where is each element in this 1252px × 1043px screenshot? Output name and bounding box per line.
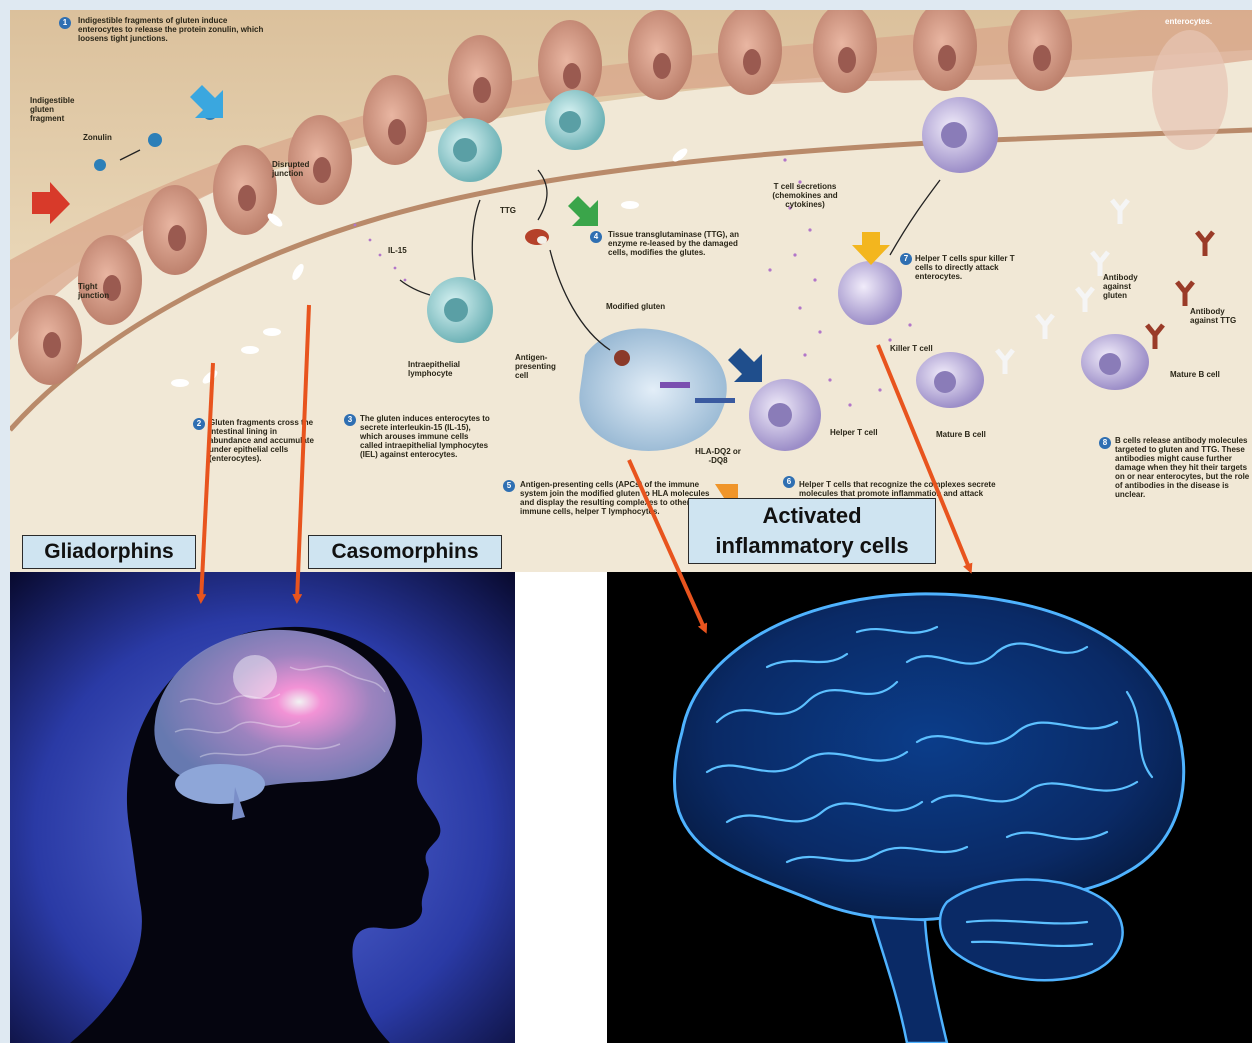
step-badge-8: 8 bbox=[1099, 437, 1111, 449]
step3-text: The gluten induces enterocytes to secret… bbox=[360, 414, 490, 459]
blue-brain-panel bbox=[607, 572, 1252, 1043]
head-brain-image bbox=[10, 572, 515, 1043]
step-badge-2: 2 bbox=[193, 418, 205, 430]
step1-text: Indigestible fragments of gluten induce … bbox=[78, 16, 268, 43]
enterocyte-cell bbox=[1008, 10, 1072, 91]
indigestible-fragment-label: Indigestible gluten fragment bbox=[30, 96, 86, 123]
activated-inflammatory-cells-callout: Activated inflammatory cells bbox=[688, 498, 936, 564]
enterocyte-cell bbox=[913, 10, 977, 91]
step-badge-6: 6 bbox=[783, 476, 795, 488]
helper-t-cell bbox=[838, 261, 902, 325]
blue-arrow-icon bbox=[190, 85, 223, 118]
modified-gluten-label: Modified gluten bbox=[606, 302, 686, 311]
il15-label: IL-15 bbox=[388, 246, 418, 255]
gluten-fragment bbox=[241, 346, 259, 354]
step7-text: Helper T cells spur killer T cells to di… bbox=[915, 254, 1015, 281]
mature-b-cell-label-1: Mature B cell bbox=[936, 430, 996, 439]
step8-text: B cells release antibody molecules targe… bbox=[1115, 436, 1250, 499]
casomorphins-callout: Casomorphins bbox=[308, 535, 502, 569]
intraepithelial-lymphocyte-label: Intraepithelial lymphocyte bbox=[408, 360, 488, 378]
antibody-ttg-label: Antibody against TTG bbox=[1190, 307, 1252, 325]
navy-arrow-icon bbox=[728, 348, 762, 382]
gluten-fragment bbox=[201, 368, 220, 386]
mature-b-cell bbox=[1081, 334, 1149, 390]
celiac-mechanism-illustration: 1 2 3 4 5 6 7 8 Indigestible fragments o… bbox=[10, 10, 1252, 572]
enterocyte-cell bbox=[813, 10, 877, 93]
enterocyte-cell bbox=[18, 295, 82, 385]
enterocyte-cell bbox=[143, 185, 207, 275]
enterocyte-cell bbox=[213, 145, 277, 235]
step5-text: Antigen-presenting cells (APCs) of the i… bbox=[520, 480, 710, 516]
head-silhouette-panel bbox=[10, 572, 515, 1043]
gluten-fragment bbox=[263, 328, 281, 336]
mature-b-cell-label-2: Mature B cell bbox=[1170, 370, 1230, 379]
antibody-against-ttg bbox=[1147, 232, 1213, 349]
zonulin-molecule bbox=[94, 159, 106, 171]
gluten-fragment bbox=[621, 201, 639, 209]
gliadorphins-callout: Gliadorphins bbox=[22, 535, 196, 569]
enterocyte-cell bbox=[78, 235, 142, 325]
step-badge-5: 5 bbox=[503, 480, 515, 492]
intraepithelial-lymphocyte-cell bbox=[545, 90, 605, 150]
gap bbox=[515, 572, 607, 1043]
enterocytes-top-label: enterocytes. bbox=[1165, 17, 1245, 26]
red-arrow-icon bbox=[32, 182, 70, 224]
mature-b-cell bbox=[916, 352, 984, 408]
killer-t-cell bbox=[922, 97, 998, 173]
gluten-fragment bbox=[671, 146, 690, 164]
disrupted-junction-label: Disrupted junction bbox=[272, 160, 332, 178]
gluten-fragment bbox=[290, 262, 306, 282]
gluten-fragment bbox=[171, 379, 189, 387]
antigen-presenting-cell-label: Antigen-presenting cell bbox=[515, 353, 571, 380]
zonulin-molecule bbox=[148, 133, 162, 147]
ttg-label: TTG bbox=[500, 206, 530, 215]
step4-text: Tissue transglutaminase (TTG), an enzyme… bbox=[608, 230, 758, 257]
zonulin-label: Zonulin bbox=[83, 133, 123, 142]
antibody-gluten-label: Antibody against gluten bbox=[1103, 273, 1153, 300]
intraepithelial-lymphocyte-cell bbox=[427, 277, 493, 343]
intraepithelial-lymphocyte-cell bbox=[438, 118, 502, 182]
killer-t-cell-label: Killer T cell bbox=[890, 344, 950, 353]
step2-text: Gluten fragments cross the intestinal li… bbox=[209, 418, 319, 463]
tcell-secretions-label: T cell secretions (chemokines and cytoki… bbox=[760, 182, 850, 209]
enterocyte-cell bbox=[448, 35, 512, 125]
enterocyte-cell bbox=[363, 75, 427, 165]
glowing-brain-image bbox=[607, 572, 1252, 1043]
yellow-arrow-icon bbox=[852, 232, 890, 265]
callout-line-2: inflammatory cells bbox=[689, 531, 935, 561]
step-badge-3: 3 bbox=[344, 414, 356, 426]
damaged-enterocyte bbox=[1152, 30, 1228, 150]
tight-junction-label: Tight junction bbox=[78, 282, 124, 300]
green-arrow-icon bbox=[568, 196, 598, 226]
antigen-presenting-cell bbox=[579, 329, 735, 451]
step-badge-7: 7 bbox=[900, 253, 912, 265]
hla-label: HLA-DQ2 or -DQ8 bbox=[693, 447, 743, 465]
helper-t-cell-label: Helper T cell bbox=[830, 428, 890, 437]
helper-t-cell bbox=[749, 379, 821, 451]
ttg-molecule bbox=[525, 229, 549, 245]
enterocyte-cell bbox=[718, 10, 782, 95]
step-badge-4: 4 bbox=[590, 231, 602, 243]
enterocyte-cell bbox=[628, 10, 692, 100]
step-badge-1: 1 bbox=[59, 17, 71, 29]
callout-line-1: Activated bbox=[689, 501, 935, 531]
